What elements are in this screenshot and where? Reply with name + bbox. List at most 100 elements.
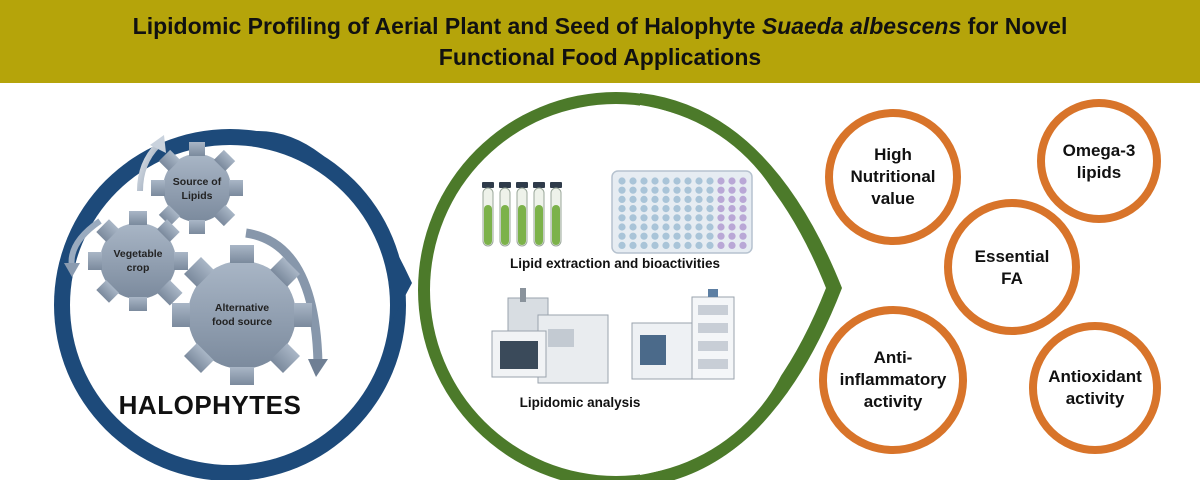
microplate-well	[728, 186, 736, 194]
microplate-well	[673, 195, 681, 203]
microplate-well	[739, 241, 747, 249]
microplate-well	[640, 232, 648, 240]
microplate-well	[717, 195, 725, 203]
microplate-well	[673, 214, 681, 222]
microplate-well	[739, 214, 747, 222]
microplate-well	[640, 205, 648, 213]
microplate-well	[618, 177, 626, 185]
microplate-well	[717, 241, 725, 249]
microplate-well	[684, 241, 692, 249]
microplate-well	[728, 232, 736, 240]
title-species: Suaeda albescens	[761, 12, 962, 39]
microplate-well	[684, 214, 692, 222]
microplate-well	[695, 186, 703, 194]
microplate-well	[629, 177, 637, 185]
microplate-well	[618, 241, 626, 249]
microplate-well	[717, 177, 725, 185]
microplate-well	[728, 195, 736, 203]
microplate-well	[728, 205, 736, 213]
microplate-well	[651, 241, 659, 249]
microplate-well	[706, 177, 714, 185]
microplate-well	[739, 186, 747, 194]
microplate-well	[695, 232, 703, 240]
cycle-arrow-top-head	[150, 135, 166, 153]
microplate-well	[662, 223, 670, 231]
microplate-well	[662, 241, 670, 249]
title-text-end: for Novel	[961, 12, 1068, 39]
microplate-well	[684, 232, 692, 240]
lipid-extraction-label: Lipid extraction and bioactivities	[509, 256, 721, 271]
microplate-well	[629, 223, 637, 231]
benefit-circle-high-nutritional-value	[825, 109, 961, 245]
microplate-well	[618, 232, 626, 240]
microplate-well	[706, 223, 714, 231]
microplate-well	[651, 232, 659, 240]
benefit-label-antioxidant: Antioxidant activity	[1048, 367, 1142, 408]
microplate-well	[618, 205, 626, 213]
microplate-well	[629, 195, 637, 203]
microplate-well	[640, 186, 648, 194]
microplate-well	[706, 205, 714, 213]
benefit-circle-anti-inflammatory	[819, 306, 967, 454]
benefit-label-anti-inflammatory: Anti- inflammatory activity	[839, 348, 947, 411]
microplate-well	[728, 241, 736, 249]
benefit-circle-essential-fa	[944, 199, 1080, 335]
benefit-label-omega-3: Omega-3 lipids	[1062, 141, 1136, 182]
benefit-label-essential-fa: Essential FA	[974, 247, 1050, 288]
benefit-label-high-nutritional-value: High Nutritional value	[850, 145, 936, 208]
microplate-well	[717, 214, 725, 222]
microplate-icon	[611, 170, 753, 254]
microplate-well	[651, 177, 659, 185]
microplate-well	[673, 223, 681, 231]
microplate-well	[695, 177, 703, 185]
microplate-well	[739, 177, 747, 185]
benefit-circle-antioxidant	[1029, 322, 1161, 454]
microplate-well	[728, 214, 736, 222]
lc-ms-icon	[631, 289, 735, 380]
microplate-well	[640, 241, 648, 249]
microplate-well	[739, 232, 747, 240]
methods-pointer-inner	[640, 105, 826, 475]
microplate-well	[706, 195, 714, 203]
cycle-arrow-top	[137, 142, 161, 192]
microplate-well	[739, 205, 747, 213]
microplate-well	[662, 214, 670, 222]
gear-label-alternative-food-source: Alternative food source	[211, 302, 273, 328]
gear-source-of-lipids	[151, 142, 243, 234]
diagram-canvas	[54, 92, 1161, 480]
microplate-well	[618, 223, 626, 231]
gear-alternative-food-source	[172, 245, 312, 385]
microplate-well	[662, 177, 670, 185]
microplate-well	[629, 241, 637, 249]
microplate-well	[684, 186, 692, 194]
title-line-2: Functional Food Applications	[438, 43, 762, 70]
gas-chromatograph-icon	[491, 288, 609, 384]
gear-label-vegetable-crop: Vegetable crop	[113, 248, 163, 274]
test-tubes-icon	[482, 182, 562, 247]
microplate-well	[651, 223, 659, 231]
microplate-well	[695, 241, 703, 249]
microplate-well	[728, 177, 736, 185]
microplate-well	[640, 177, 648, 185]
microplate-well	[673, 241, 681, 249]
microplate-well	[673, 205, 681, 213]
title-banner: Lipidomic Profiling of Aerial Plant and …	[0, 0, 1200, 83]
microplate-well	[629, 232, 637, 240]
cycle-arrow-left-head	[64, 263, 80, 277]
microplate-well	[673, 177, 681, 185]
microplate-well	[640, 223, 648, 231]
microplate-well	[706, 214, 714, 222]
microplate-well	[618, 186, 626, 194]
microplate-well	[728, 223, 736, 231]
microplate-well	[684, 195, 692, 203]
microplate-well	[717, 232, 725, 240]
cycle-arrow-right	[245, 228, 323, 364]
benefit-circle-omega-3	[1037, 99, 1161, 223]
microplate-well	[684, 205, 692, 213]
microplate-well	[651, 214, 659, 222]
microplate-well	[662, 195, 670, 203]
cycle-arrow-right-head	[308, 359, 328, 377]
microplate-well	[695, 223, 703, 231]
microplate-well	[662, 205, 670, 213]
microplate-well	[629, 186, 637, 194]
